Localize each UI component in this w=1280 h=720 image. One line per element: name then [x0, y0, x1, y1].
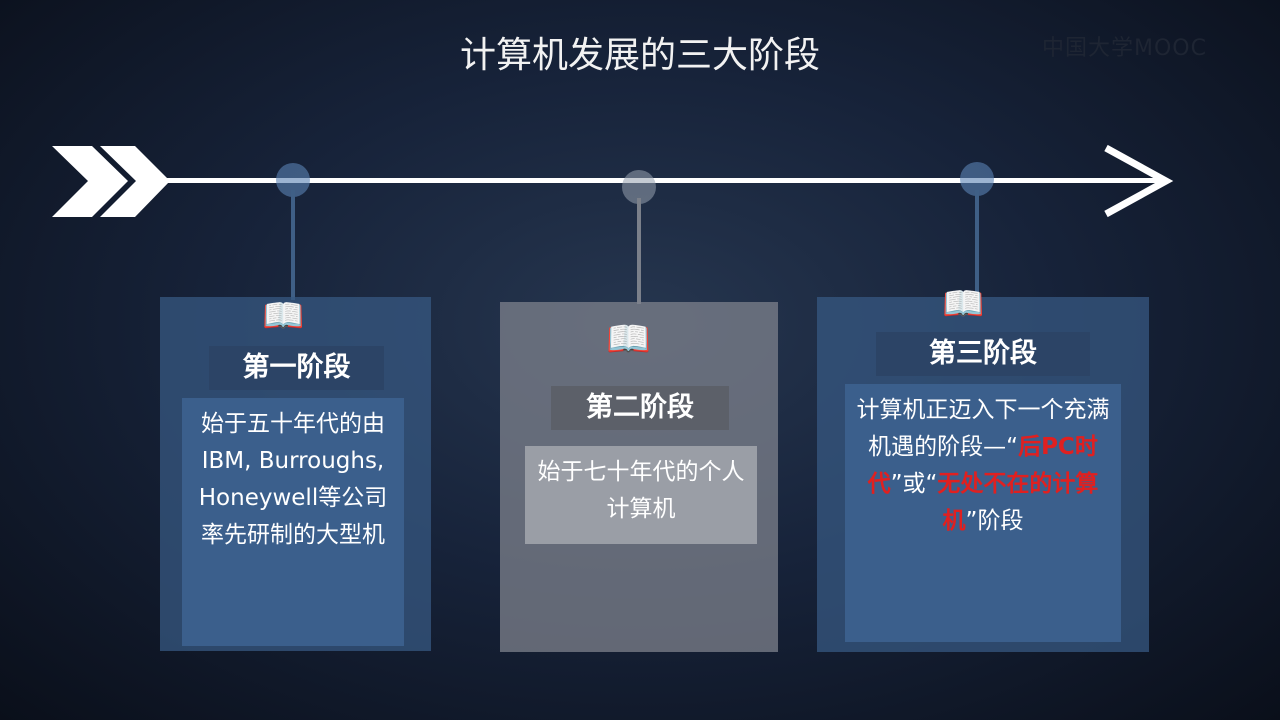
stage-1-text: 始于五十年代的由IBM, Burroughs, Honeywell等公司率先研制…	[182, 398, 404, 646]
slide-title: 计算机发展的三大阶段	[459, 35, 820, 76]
connector	[637, 198, 641, 304]
stage-2-text: 始于七十年代的个人计算机	[525, 446, 757, 544]
stage-3-text: 计算机正迈入下一个充满机遇的阶段—“后PC时代”或“无处不在的计算机”阶段	[845, 384, 1121, 642]
book-icon: 📖	[606, 319, 651, 360]
stage-1-label: 第一阶段	[209, 346, 384, 390]
chevron-icon	[100, 146, 170, 217]
stage-3-label: 第三阶段	[876, 332, 1090, 376]
arrowhead-icon	[1104, 144, 1174, 218]
book-icon: 📖	[942, 284, 985, 324]
book-icon: 📖	[262, 296, 305, 336]
connector	[975, 190, 979, 300]
text: ”阶段	[965, 508, 1024, 534]
text: 计算机正迈入下一个充满机遇的阶段—“	[856, 397, 1110, 460]
highlight-ubiquitous: 无处不在的计算机	[937, 471, 1099, 534]
text: ”或“	[890, 471, 938, 497]
mooc-logo: 中国大学MOOC	[1042, 36, 1207, 61]
connector	[291, 190, 295, 300]
chevron-icon	[52, 146, 128, 217]
highlight-post-pc: 后PC时代	[867, 434, 1098, 497]
stage-2-label: 第二阶段	[551, 386, 729, 430]
